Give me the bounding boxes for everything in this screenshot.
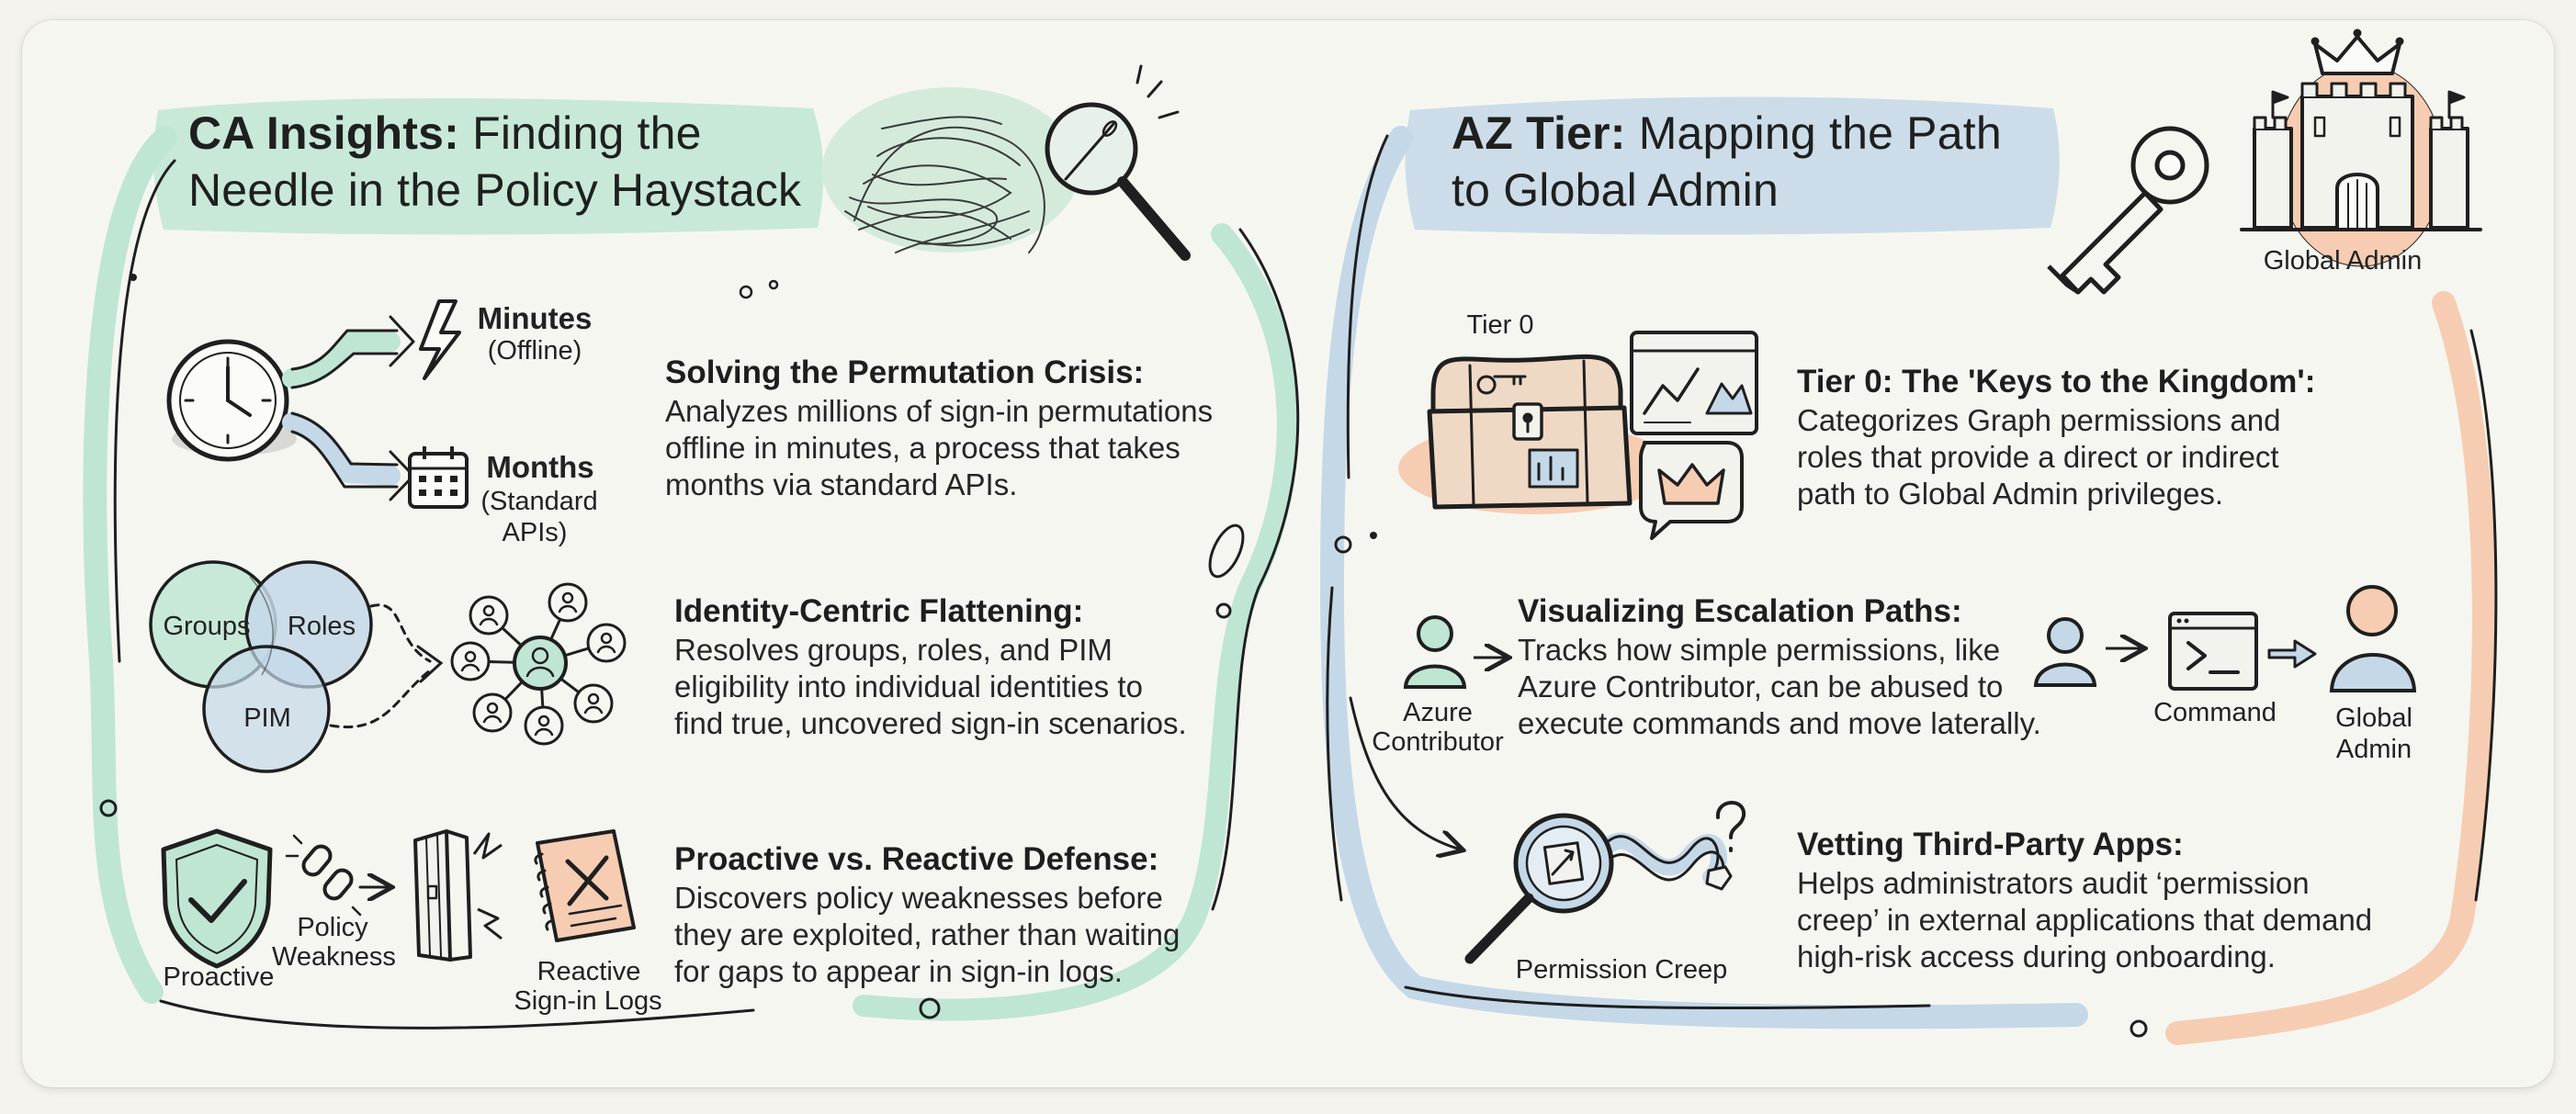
time-arrows [282,315,415,501]
standard-apis-line2: APIs) [502,518,568,547]
right-title-bold: AZ Tier: [1452,107,1626,159]
section-heading: Vetting Third-Party Apps: [1797,827,2184,862]
section-line: high-risk access during onboarding. [1797,940,2276,973]
command-label: Command [2153,698,2277,727]
right-title-line2: to Global Admin [1452,164,1779,216]
global-admin-line2: Admin [2335,735,2412,764]
section-line: Resolves groups, roles, and PIM [674,633,1113,667]
section-heading: Visualizing Escalation Paths: [1518,593,1962,629]
section-line: eligibility into individual identities t… [674,670,1143,703]
left-title-line1: CA Insights: Finding the [188,105,887,162]
right-title-line1-rest: Mapping the Path [1638,107,2002,159]
proactive-label: Proactive [163,962,275,992]
section-line: Azure Contributor, can be abused to [1518,670,2004,703]
section-body: Discovers policy weaknesses before they … [674,880,1180,990]
section-heading: Identity-Centric Flattening: [674,593,1084,629]
azure-contributor-line2: Contributor [1372,727,1504,757]
section-heading: Solving the Permutation Crisis: [665,354,1145,390]
section-heading: Proactive vs. Reactive Defense: [674,841,1159,877]
haystack-icon [822,87,1079,253]
broken-chain-icon [285,834,390,917]
section-body: Helps administrators audit ‘permission c… [1797,865,2372,975]
reactive-logs-line2: Sign-in Logs [514,986,662,1016]
right-title-line1: AZ Tier: Mapping the Path [1452,105,2076,162]
global-admin-user-icon [2329,585,2417,692]
section-line: Discovers policy weaknesses before [674,881,1163,915]
left-title-bold: CA Insights: [188,107,459,159]
broken-door-icon [413,829,503,962]
castle-crown-icon [2240,28,2482,267]
azure-contributor-user-icon [1403,615,1507,689]
left-title-line2: Needle in the Policy Haystack [188,164,802,216]
policy-weakness-line1: Policy [297,913,368,942]
left-title: CA Insights: Finding the Needle in the P… [188,105,887,219]
section-line: they are exploited, rather than waiting [674,917,1181,951]
global-admin-line1: Global [2335,703,2412,733]
left-title-highlight [153,97,824,235]
tier0-label: Tier 0 [1466,310,1534,340]
months-label: Months [486,450,594,484]
section-line: creep’ in external applications that dem… [1797,903,2373,937]
clock-icon [166,339,297,462]
log-notebook-icon [534,829,636,942]
section-line: Helps administrators audit ‘permission [1797,866,2310,900]
section-body: Categorizes Graph permissions and roles … [1797,402,2280,512]
venn-label-pim: PIM [243,703,291,733]
lightning-icon [419,299,461,380]
section-body: Tracks how simple permissions, like Azur… [1518,632,2041,742]
azure-contributor-line1: Azure [1403,698,1473,727]
permission-creep-label: Permission Creep [1515,955,1728,985]
treasure-chest-icon [1398,354,1674,514]
section-body: Resolves groups, roles, and PIM eligibil… [674,632,1187,742]
standard-apis-line1: (Standard [480,487,598,516]
section-line: Analyzes millions of sign-in permutation… [665,394,1214,428]
terminal-icon [2168,612,2317,691]
right-title: AZ Tier: Mapping the Path to Global Admi… [1452,105,2076,219]
left-title-line1-rest: Finding the [472,107,702,159]
section-line: roles that provide a direct or indirect [1797,440,2279,474]
left-flow-line [83,126,1300,1030]
right-title-highlight [1405,96,2060,235]
user-icon [2033,617,2142,687]
identity-network-icon [450,582,627,746]
shield-check-icon [161,828,273,969]
section-line: for gaps to appear in sign-in logs. [674,954,1123,988]
global-admin-castle-label: Global Admin [2263,246,2423,276]
offline-label: (Offline) [487,336,582,366]
right-flow-line [1319,126,2498,1045]
section-line: path to Global Admin privileges. [1797,477,2224,511]
policy-weakness-line2: Weakness [272,942,396,972]
calendar-icon [408,446,469,509]
section-line: execute commands and move laterally. [1518,706,2041,740]
venn-label-roles: Roles [287,612,356,641]
venn-label-groups: Groups [163,612,251,641]
venn-arrows [329,603,444,728]
section-line: months via standard APIs. [665,467,1018,501]
minutes-label: Minutes [477,301,593,335]
section-line: find true, uncovered sign-in scenarios. [674,706,1187,740]
magnifier-needle-icon [1045,64,1191,261]
reactive-logs-line1: Reactive [537,957,641,986]
venn-diagram [149,560,373,773]
section-line: offline in minutes, a process that takes [665,431,1181,465]
section-heading: Tier 0: The 'Keys to the Kingdom': [1797,364,2316,399]
key-icon [2047,126,2209,295]
crown-bubble-icon [1639,441,1744,540]
permission-creep-magnifier-icon [1464,801,1746,964]
section-line: Tracks how simple permissions, like [1518,633,2001,667]
chart-window-icon [1630,331,1758,435]
section-body: Analyzes millions of sign-in permutation… [665,393,1213,503]
section-line: Categorizes Graph permissions and [1797,403,2281,437]
